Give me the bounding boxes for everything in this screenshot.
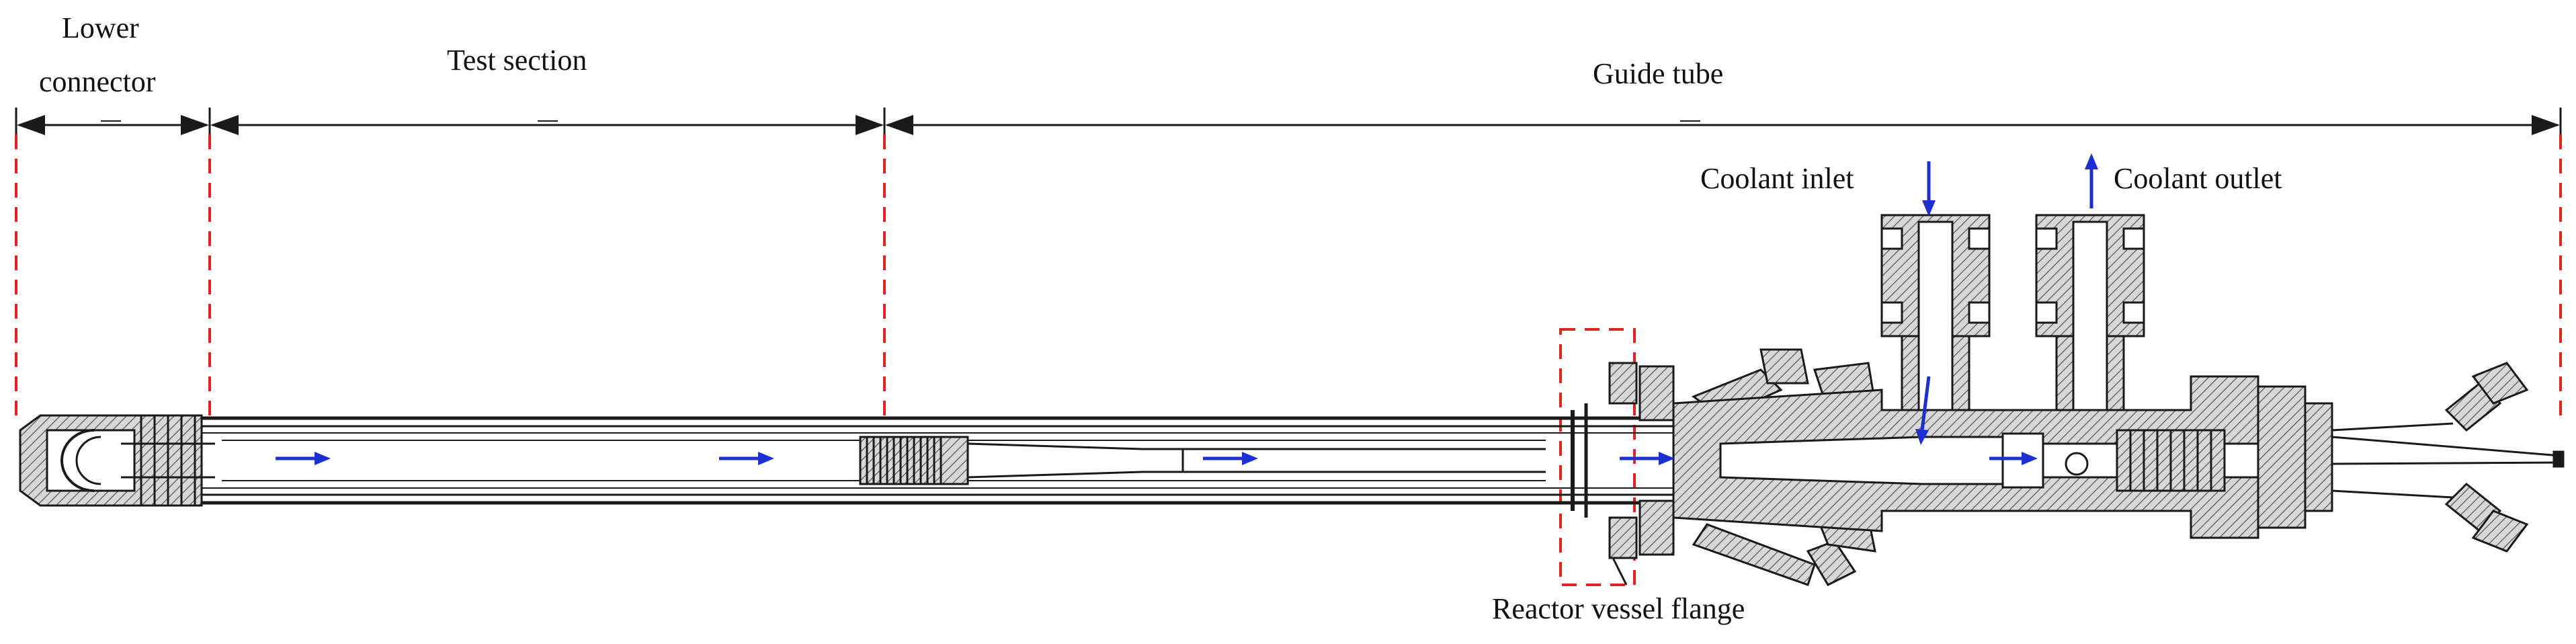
label-lower-connector-1: Lower (62, 11, 139, 44)
flow-arrow-3 (1203, 452, 1258, 465)
dimension-line (15, 108, 2562, 138)
label-coolant-inlet: Coolant inlet (1700, 162, 1854, 195)
coolant-inlet-nozzle (1880, 214, 1991, 411)
label-test-section: Test section (447, 44, 587, 77)
flow-arrow-4 (1620, 452, 1675, 465)
label-reactor-vessel-flange: Reactor vessel flange (1492, 592, 1745, 625)
head-housing (1672, 375, 2565, 539)
flow-arrow-2 (719, 452, 774, 465)
label-coolant-outlet: Coolant outlet (2114, 162, 2282, 195)
coolant-inlet-arrow (1922, 161, 1936, 216)
inlet-internal-arrow (1915, 376, 1931, 445)
spring-assembly (859, 436, 1546, 485)
coolant-outlet-arrow (2085, 153, 2098, 208)
label-guide-tube: Guide tube (1593, 57, 1724, 90)
reactor-vessel-flange (1571, 362, 1675, 586)
lower-connector (19, 414, 215, 507)
flow-arrows (276, 153, 2098, 465)
coolant-outlet-nozzle (2035, 214, 2145, 411)
right-end-fittings (2331, 362, 2529, 553)
flow-arrow-5 (1989, 452, 2038, 465)
flow-arrow-1 (276, 452, 331, 465)
section-boundaries (15, 134, 2562, 586)
label-lower-connector-2: connector (39, 65, 156, 98)
